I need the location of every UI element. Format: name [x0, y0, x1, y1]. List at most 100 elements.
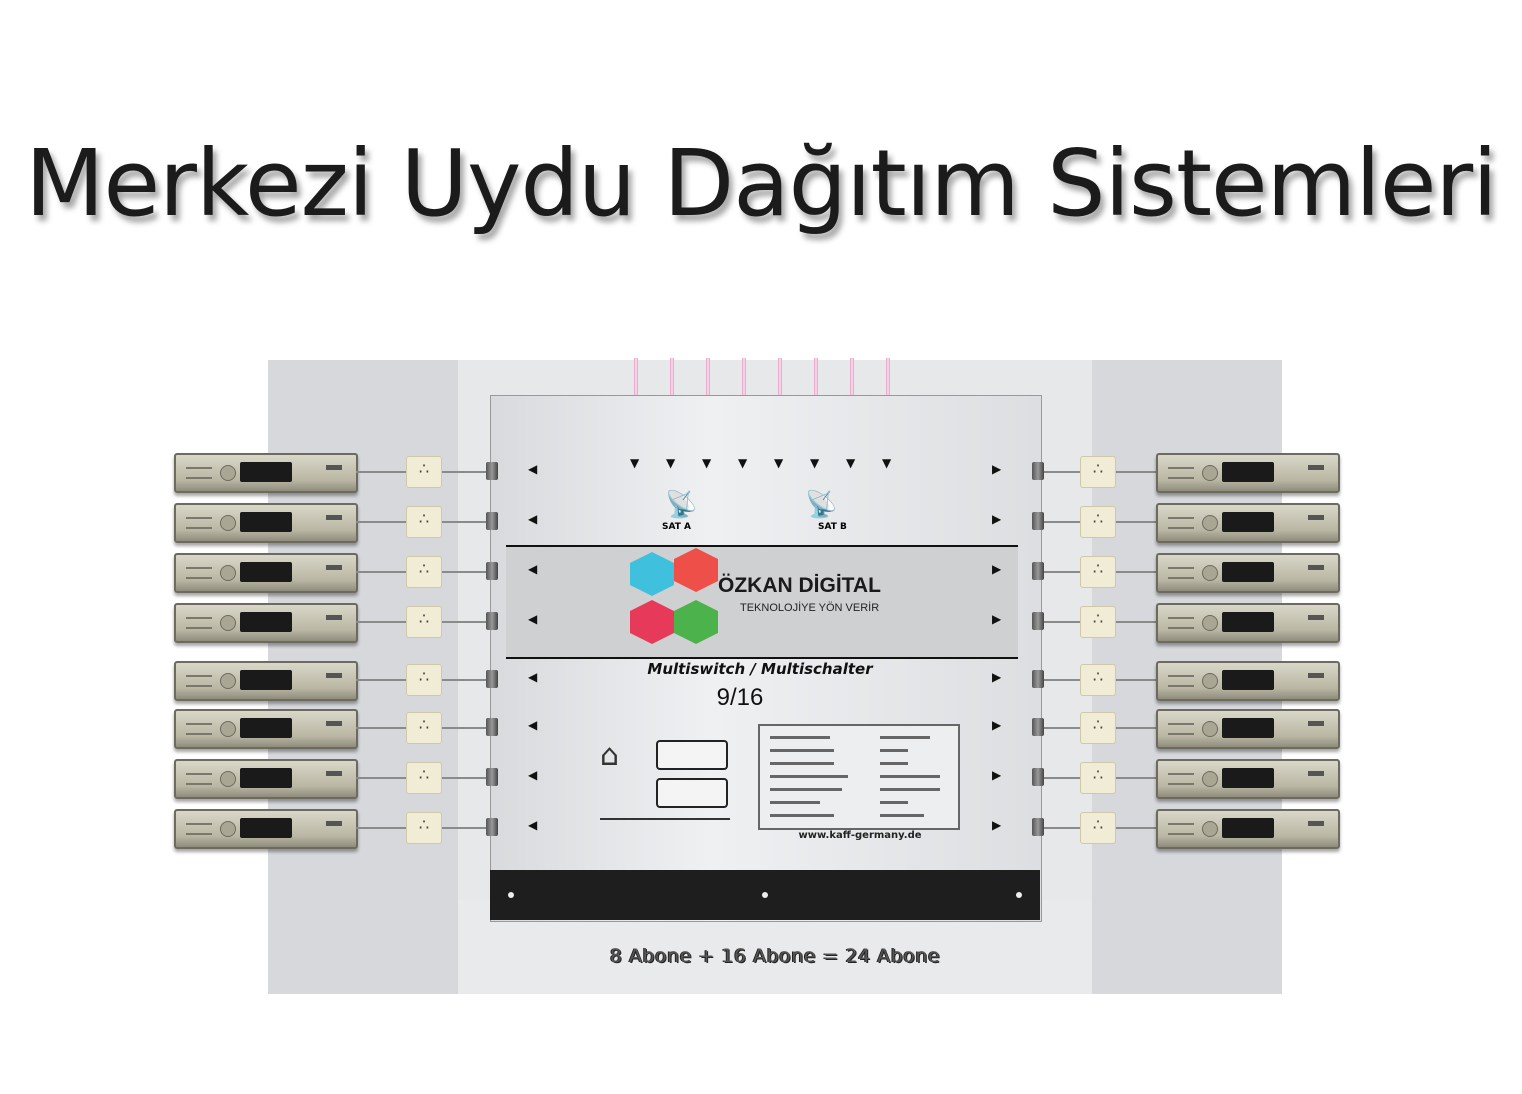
cable	[1116, 727, 1156, 729]
receiver-icon	[174, 759, 358, 799]
output-arrow: ▶	[992, 612, 1002, 626]
receiver-icon	[174, 503, 358, 543]
cable	[1116, 471, 1156, 473]
output-arrow: ▶	[992, 512, 1002, 526]
output-arrow: ◀	[528, 670, 538, 684]
connector	[1032, 768, 1044, 786]
cable	[1116, 827, 1156, 829]
output-arrow: ◀	[528, 612, 538, 626]
feed-cable	[814, 358, 818, 408]
output-arrow: ▶	[992, 562, 1002, 576]
output-arrow: ▶	[992, 718, 1002, 732]
wall-outlet-icon	[1080, 812, 1116, 844]
input-arrow: ▼	[774, 456, 784, 470]
cable	[356, 571, 406, 573]
receiver-icon	[174, 709, 358, 749]
input-arrow: ▼	[738, 456, 748, 470]
cable	[442, 621, 486, 623]
cert-badge-1	[656, 740, 728, 770]
feed-cable	[634, 358, 638, 408]
feed-cable	[706, 358, 710, 408]
wall-outlet-icon	[406, 664, 442, 696]
output-arrow: ◀	[528, 562, 538, 576]
wall-outlet-icon	[1080, 606, 1116, 638]
cable	[1116, 777, 1156, 779]
input-arrow: ▼	[666, 456, 676, 470]
subscriber-count-caption: 8 Abone + 16 Abone = 24 Abone	[609, 945, 941, 967]
output-arrow: ▶	[992, 818, 1002, 832]
cable	[1044, 777, 1080, 779]
connector	[1032, 718, 1044, 736]
receiver-icon	[1156, 603, 1340, 643]
wall-outlet-icon	[406, 762, 442, 794]
device-label: Multiswitch / Multischalter	[647, 660, 873, 678]
cable	[442, 521, 486, 523]
connector	[1032, 612, 1044, 630]
connector	[1032, 562, 1044, 580]
cable	[1116, 571, 1156, 573]
output-arrow: ◀	[528, 818, 538, 832]
connector	[486, 818, 498, 836]
wall-outlet-icon	[406, 812, 442, 844]
connector	[1032, 462, 1044, 480]
connector	[486, 768, 498, 786]
wall-outlet-icon	[406, 456, 442, 488]
cable	[1044, 727, 1080, 729]
receiver-icon	[174, 809, 358, 849]
receiver-icon	[174, 453, 358, 493]
spec-table	[758, 724, 960, 830]
cable	[1116, 621, 1156, 623]
receiver-icon	[1156, 809, 1340, 849]
output-arrow: ◀	[528, 768, 538, 782]
cable	[356, 727, 406, 729]
wall-outlet-icon	[406, 506, 442, 538]
receiver-icon	[174, 661, 358, 701]
sat-a-label: SAT A	[662, 522, 691, 532]
connector	[486, 670, 498, 688]
cable	[442, 827, 486, 829]
receiver-icon	[1156, 709, 1340, 749]
wall-outlet-icon	[1080, 762, 1116, 794]
compliance-marks	[600, 818, 730, 838]
wall-outlet-icon	[1080, 556, 1116, 588]
brand-banner	[506, 545, 1018, 659]
cable	[356, 621, 406, 623]
sat-b-label: SAT B	[818, 522, 847, 532]
cable	[442, 777, 486, 779]
connector	[1032, 512, 1044, 530]
device-model: 9/16	[716, 684, 764, 711]
cable	[1044, 571, 1080, 573]
satellite-dish-icon-b: 📡	[805, 490, 838, 520]
wall-outlet-icon	[406, 712, 442, 744]
input-arrow: ▼	[630, 456, 640, 470]
output-arrow: ◀	[528, 718, 538, 732]
cable	[356, 679, 406, 681]
brand-tagline: TEKNOLOJİYE YÖN VERİR	[740, 602, 880, 614]
receiver-icon	[1156, 453, 1340, 493]
output-arrow: ◀	[528, 512, 538, 526]
cable	[1044, 827, 1080, 829]
connector	[1032, 670, 1044, 688]
connector	[486, 512, 498, 530]
cable	[1044, 621, 1080, 623]
cable	[1044, 471, 1080, 473]
brand-name: ÖZKAN DİGİTAL	[718, 574, 881, 597]
cable	[356, 521, 406, 523]
cable	[442, 727, 486, 729]
page-title: Merkezi Uydu Dağıtım Sistemleri	[25, 130, 1498, 237]
input-arrow: ▼	[882, 456, 892, 470]
wall-outlet-icon	[1080, 664, 1116, 696]
wall-outlet-icon	[406, 606, 442, 638]
connector	[1032, 818, 1044, 836]
feed-cable	[886, 358, 890, 408]
receiver-icon	[1156, 759, 1340, 799]
wall-outlet-icon	[1080, 712, 1116, 744]
output-arrow: ◀	[528, 462, 538, 476]
wall-outlet-icon	[1080, 506, 1116, 538]
receiver-icon	[1156, 661, 1340, 701]
output-arrow: ▶	[992, 768, 1002, 782]
cable	[356, 827, 406, 829]
bottom-rail	[490, 870, 1040, 920]
receiver-icon	[1156, 503, 1340, 543]
wall-outlet-icon	[1080, 456, 1116, 488]
